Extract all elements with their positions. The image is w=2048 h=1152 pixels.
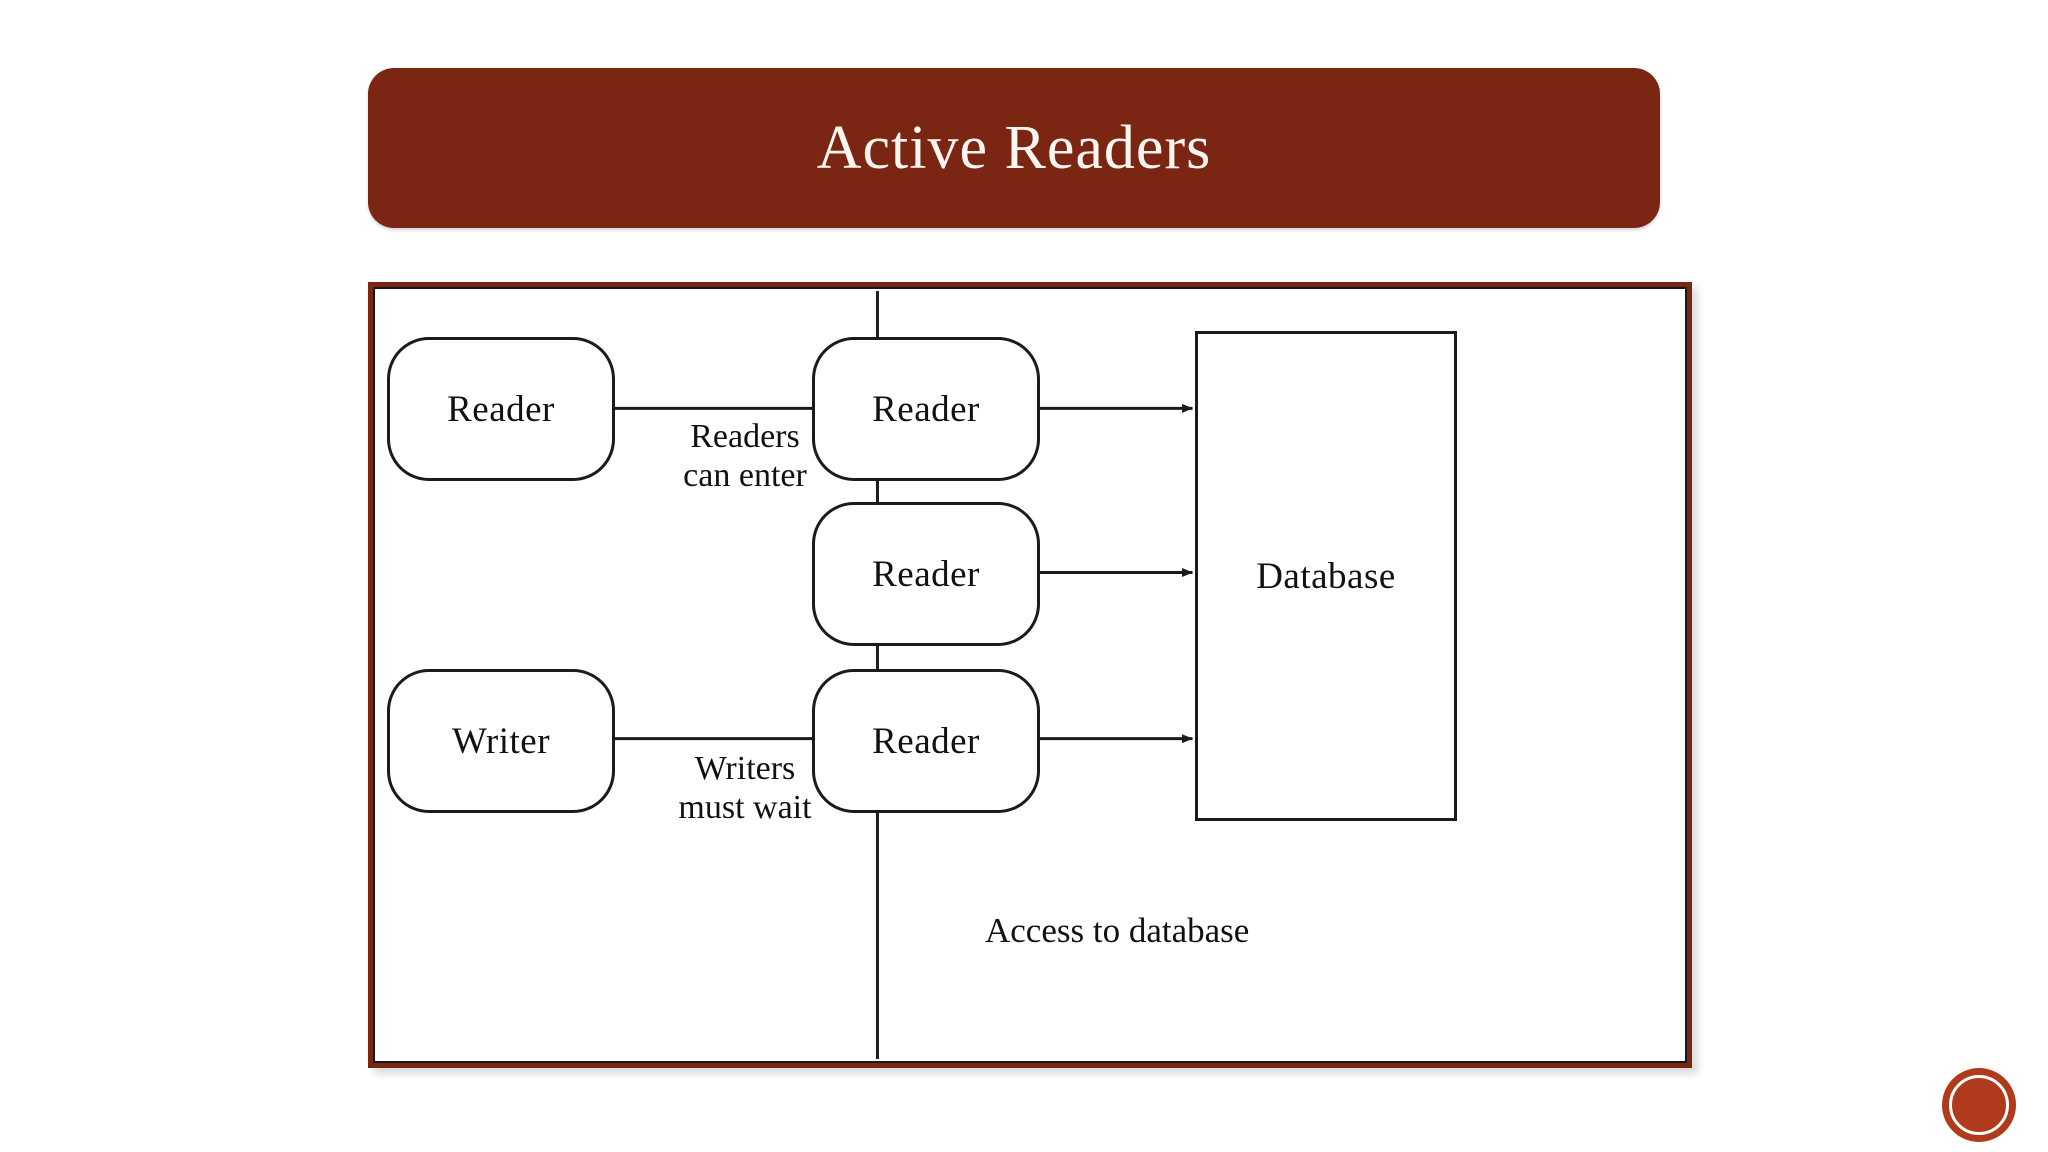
edge-label-readers-can-enter: Readers can enter <box>683 418 807 495</box>
node-active-reader-1-label: Reader <box>872 388 980 430</box>
node-active-reader-2[interactable]: Reader <box>812 502 1040 646</box>
logo-ring-icon <box>1949 1075 2009 1135</box>
node-database-label: Database <box>1256 555 1396 597</box>
diagram-frame: Reader Writer Readers can enter Writers … <box>368 282 1692 1068</box>
node-queue-writer[interactable]: Writer <box>387 669 615 813</box>
node-queue-writer-label: Writer <box>451 720 551 762</box>
diagram-inner-border: Reader Writer Readers can enter Writers … <box>373 287 1687 1063</box>
diagram-caption: Access to database <box>985 911 1250 950</box>
node-active-reader-3-label: Reader <box>872 720 980 762</box>
edge-label-writers-must-wait: Writers must wait <box>678 750 812 827</box>
node-database[interactable]: Database <box>1195 331 1457 821</box>
node-queue-reader-label: Reader <box>447 388 555 430</box>
circular-seal-logo <box>1942 1068 2016 1142</box>
node-active-reader-3[interactable]: Reader <box>812 669 1040 813</box>
slide-title-bar: Active Readers <box>368 68 1660 228</box>
node-active-reader-2-label: Reader <box>872 553 980 595</box>
node-queue-reader[interactable]: Reader <box>387 337 615 481</box>
page-title: Active Readers <box>816 114 1212 182</box>
node-active-reader-1[interactable]: Reader <box>812 337 1040 481</box>
